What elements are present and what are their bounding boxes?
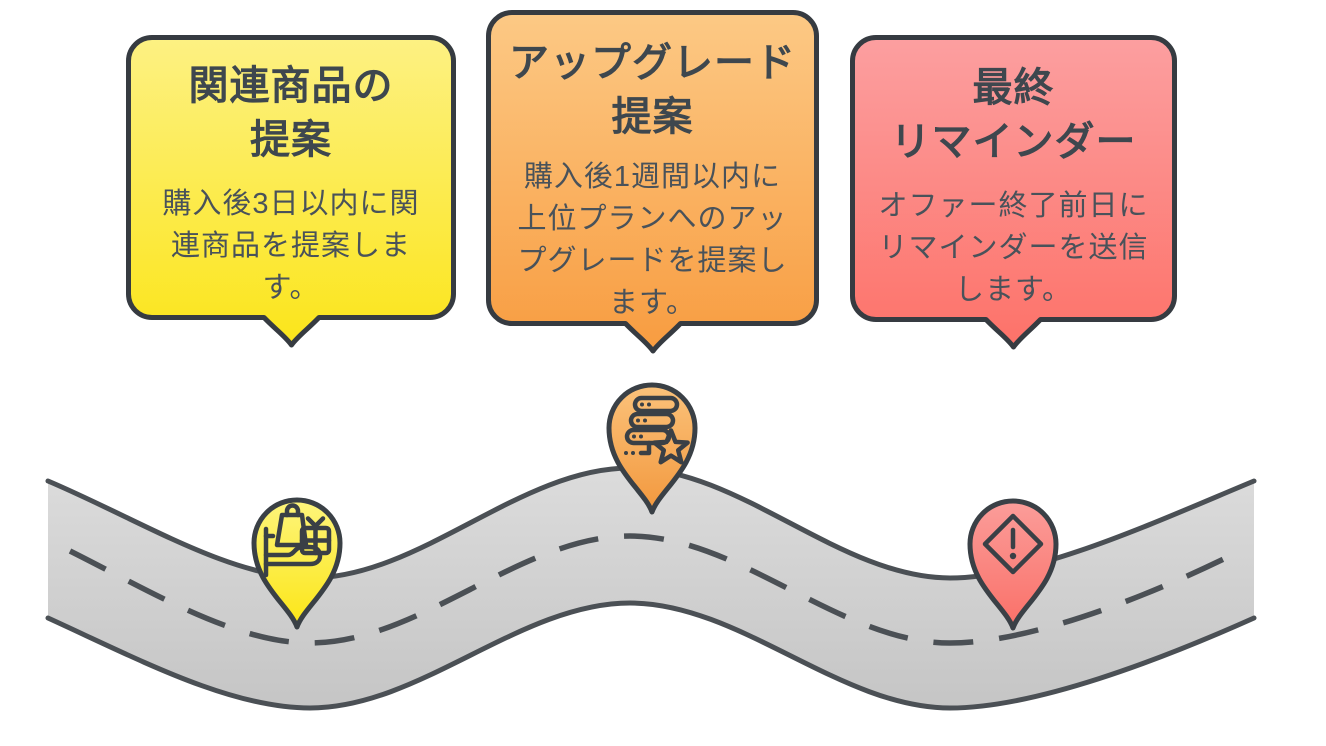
road-surface xyxy=(48,468,1254,708)
bubble-shape xyxy=(126,35,456,348)
step-title: 最終 リマインダー xyxy=(890,66,1137,164)
star-icon xyxy=(652,428,690,465)
warning-diamond-icon xyxy=(982,513,1044,575)
step-description: 購入後3日以内に関 連商品を提案しま す。 xyxy=(162,188,420,305)
step-description: オファー終了前日に リマインダーを送信 します。 xyxy=(878,190,1149,307)
callout-final-reminder: 最終 リマインダー オファー終了前日に リマインダーを送信 します。 xyxy=(850,35,1177,355)
shopping-bag-icon xyxy=(274,503,309,548)
bed-shopping-bag-gift-icon xyxy=(263,503,332,578)
speech-bubble xyxy=(126,35,456,348)
gift-icon xyxy=(299,516,332,556)
bubble-shape xyxy=(486,10,819,354)
pin-shape xyxy=(967,498,1059,631)
bubble-shape xyxy=(850,35,1177,350)
map-pin-final-reminder xyxy=(967,498,1059,631)
map-pin-upgrade xyxy=(606,382,698,515)
road-center-dashed-line xyxy=(68,533,1242,646)
step-description: 購入後1週間以内に 上位プランへのアッ プグレードを提案し ます。 xyxy=(517,161,788,320)
server-star-icon xyxy=(624,395,690,465)
speech-bubble xyxy=(850,35,1177,350)
step-title: 関連商品の 提案 xyxy=(188,64,394,162)
road-edge-bottom xyxy=(45,600,1257,711)
callout-related-products: 関連商品の 提案 購入後3日以内に関 連商品を提案しま す。 xyxy=(126,35,456,353)
speech-bubble xyxy=(486,10,819,354)
callout-upgrade: アップグレード 提案 購入後1週間以内に 上位プランへのアッ プグレードを提案し… xyxy=(486,10,819,358)
map-pin-related-products xyxy=(251,497,343,630)
step-title: アップグレード 提案 xyxy=(509,41,796,139)
